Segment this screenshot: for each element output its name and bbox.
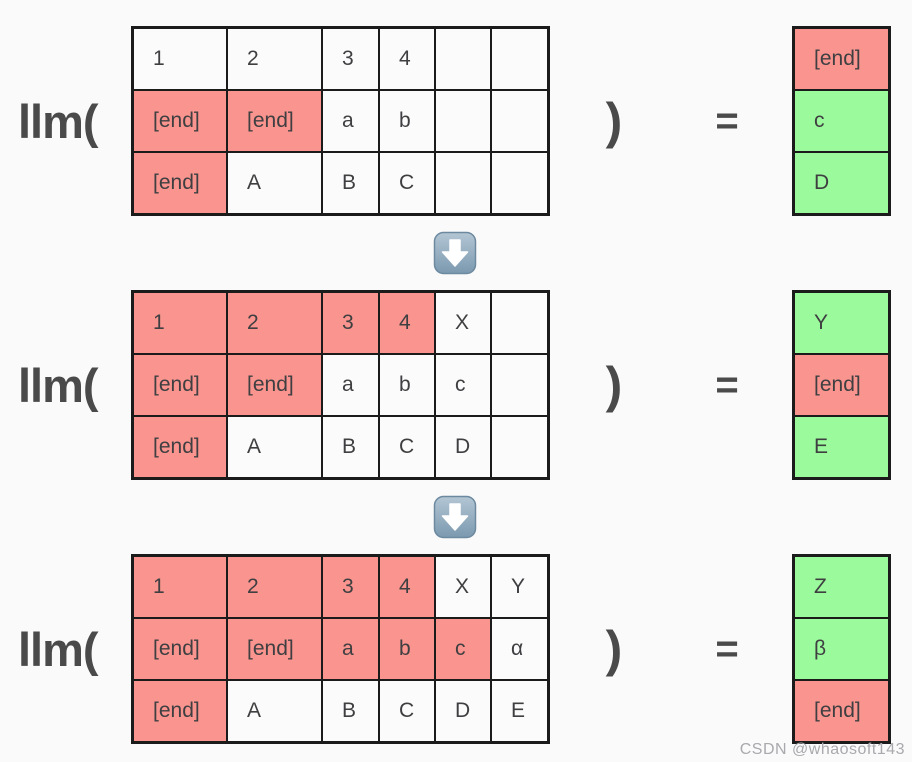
grid-cell <box>491 354 548 416</box>
output-column-2: Y [end] E <box>792 290 891 480</box>
llm-function-label: llm( <box>18 94 99 148</box>
step-transition-2 <box>0 480 912 554</box>
grid-cell: D <box>435 416 491 478</box>
grid-cell: 3 <box>322 292 379 354</box>
grid-cell: α <box>491 618 548 680</box>
grid-cell: 1 <box>133 28 227 90</box>
equals-sign: = <box>715 362 739 407</box>
grid-cell: [end] <box>133 680 227 742</box>
grid-cell: [end] <box>133 90 227 152</box>
grid-cell: 2 <box>227 556 322 618</box>
grid-cell: B <box>322 416 379 478</box>
grid-cell: Y <box>491 556 548 618</box>
grid-cell: D <box>435 680 491 742</box>
llm-function-label: llm( <box>18 622 99 676</box>
grid-cell: 1 <box>133 292 227 354</box>
watermark: CSDN @whaosoft143 <box>739 741 905 758</box>
grid-cell: 4 <box>379 292 435 354</box>
grid-cell: [end] <box>133 416 227 478</box>
grid-cell: b <box>379 354 435 416</box>
diagram-canvas: llm( 1 2 3 4 [end] [end] a b [end] A B C… <box>0 26 912 744</box>
output-column-1: [end] c D <box>792 26 891 216</box>
output-cell: E <box>794 416 889 478</box>
grid-cell <box>491 90 548 152</box>
grid-cell <box>491 152 548 214</box>
grid-cell: B <box>322 152 379 214</box>
equation-row-3: llm( 1 2 3 4 X Y [end] [end] a b c α [en… <box>0 554 912 744</box>
grid-cell <box>435 152 491 214</box>
grid-cell <box>435 90 491 152</box>
grid-cell: 3 <box>322 556 379 618</box>
grid-cell: A <box>227 416 322 478</box>
grid-cell <box>491 292 548 354</box>
output-cell: [end] <box>794 28 889 90</box>
output-cell: Z <box>794 556 889 618</box>
grid-cell: [end] <box>133 152 227 214</box>
grid-cell: a <box>322 354 379 416</box>
grid-cell: C <box>379 680 435 742</box>
grid-cell: 4 <box>379 556 435 618</box>
grid-cell: B <box>322 680 379 742</box>
close-paren: ) <box>605 93 623 149</box>
grid-cell <box>491 28 548 90</box>
grid-cell: C <box>379 152 435 214</box>
grid-cell: [end] <box>227 354 322 416</box>
grid-cell: A <box>227 152 322 214</box>
close-paren: ) <box>605 357 623 413</box>
grid-cell: X <box>435 556 491 618</box>
grid-cell <box>435 28 491 90</box>
grid-cell: 2 <box>227 292 322 354</box>
output-cell: Y <box>794 292 889 354</box>
grid-cell: 3 <box>322 28 379 90</box>
grid-cell: c <box>435 354 491 416</box>
output-cell: D <box>794 152 889 214</box>
equation-row-2: llm( 1 2 3 4 X [end] [end] a b c [end] A… <box>0 290 912 480</box>
grid-cell: [end] <box>133 354 227 416</box>
grid-cell: [end] <box>227 618 322 680</box>
grid-cell: 2 <box>227 28 322 90</box>
equals-sign: = <box>715 626 739 671</box>
grid-cell: E <box>491 680 548 742</box>
equals-sign: = <box>715 98 739 143</box>
grid-cell: A <box>227 680 322 742</box>
grid-cell: a <box>322 618 379 680</box>
down-arrow-icon <box>433 231 477 275</box>
grid-cell: b <box>379 618 435 680</box>
down-arrow-icon <box>433 495 477 539</box>
output-column-3: Z β [end] <box>792 554 891 744</box>
token-grid-2: 1 2 3 4 X [end] [end] a b c [end] A B C … <box>131 290 550 480</box>
grid-cell: C <box>379 416 435 478</box>
grid-cell: [end] <box>227 90 322 152</box>
grid-cell: 4 <box>379 28 435 90</box>
output-cell: c <box>794 90 889 152</box>
output-cell: [end] <box>794 680 889 742</box>
grid-cell: b <box>379 90 435 152</box>
step-transition-1 <box>0 216 912 290</box>
equation-row-1: llm( 1 2 3 4 [end] [end] a b [end] A B C… <box>0 26 912 216</box>
output-cell: β <box>794 618 889 680</box>
grid-cell: X <box>435 292 491 354</box>
llm-function-label: llm( <box>18 358 99 412</box>
grid-cell: a <box>322 90 379 152</box>
token-grid-1: 1 2 3 4 [end] [end] a b [end] A B C <box>131 26 550 216</box>
output-cell: [end] <box>794 354 889 416</box>
token-grid-3: 1 2 3 4 X Y [end] [end] a b c α [end] A … <box>131 554 550 744</box>
grid-cell <box>491 416 548 478</box>
grid-cell: 1 <box>133 556 227 618</box>
close-paren: ) <box>605 621 623 677</box>
grid-cell: c <box>435 618 491 680</box>
grid-cell: [end] <box>133 618 227 680</box>
